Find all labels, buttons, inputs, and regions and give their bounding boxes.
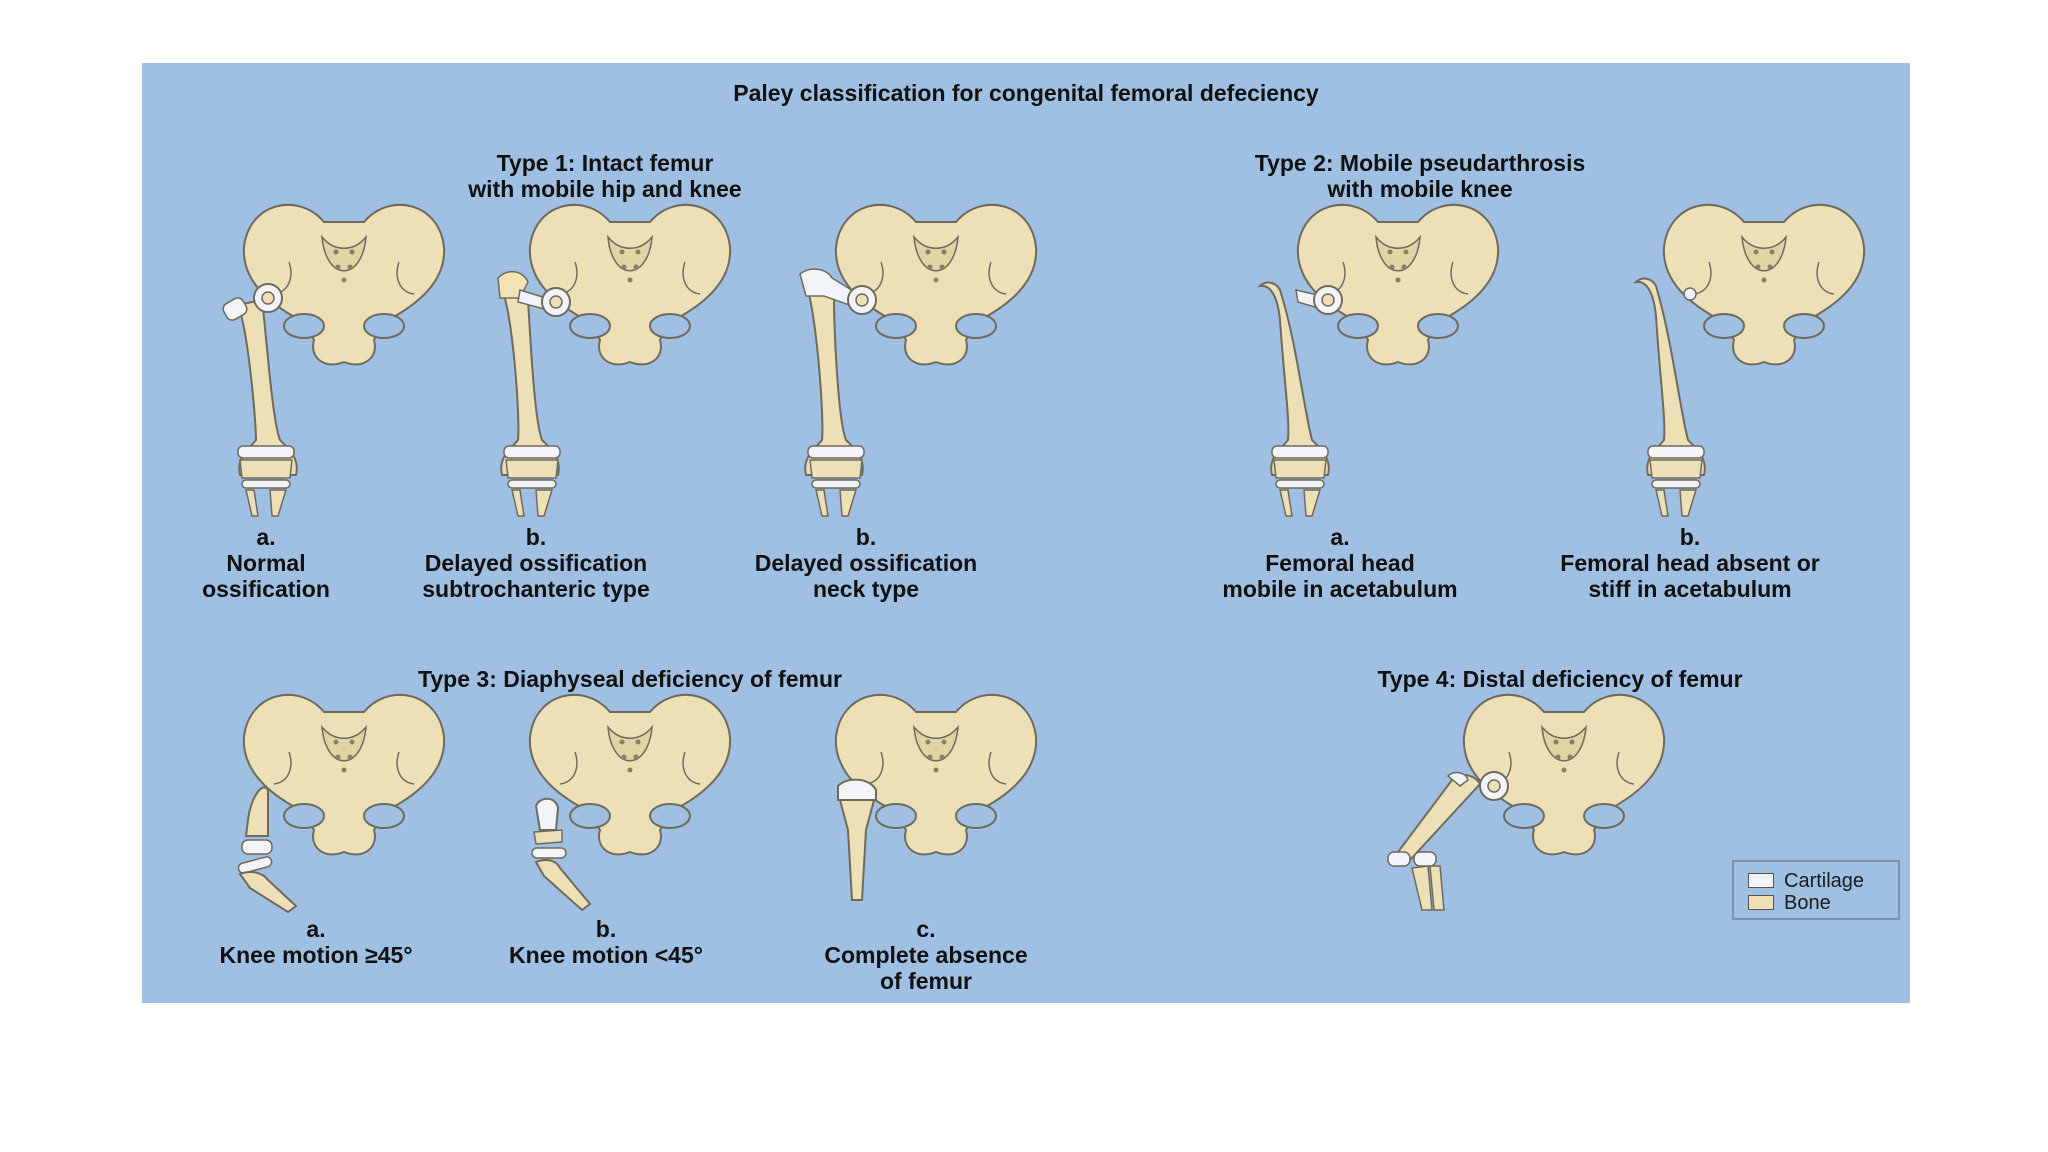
lower-leg-1b (503, 445, 561, 517)
lower-leg-2a (1271, 445, 1329, 517)
caption-1a-letter: a. (256, 524, 276, 550)
caption-3b-letter: b. (595, 916, 617, 942)
caption-1c-line1: Delayed ossification (754, 550, 978, 576)
caption-3c: c. Complete absence of femur (776, 916, 1076, 994)
group-title-type3: Type 3: Diaphyseal deficiency of femur (300, 666, 960, 692)
bone-swatch (1748, 895, 1774, 910)
lower-leg-2b (1647, 445, 1705, 517)
caption-1b: b. Delayed ossification subtrochanteric … (376, 524, 696, 602)
group-title-type2: Type 2: Mobile pseudarthrosis with mobil… (1180, 150, 1660, 202)
legend-label-cartilage: Cartilage (1784, 870, 1865, 892)
group-title-type2-line1: Type 2: Mobile pseudarthrosis (1254, 150, 1586, 176)
remnant-3b (531, 797, 592, 912)
femur-4 (1387, 771, 1509, 911)
caption-3b: b. Knee motion <45° (466, 916, 746, 968)
caption-3c-line1: Complete absence (824, 942, 1028, 968)
femur-1b (497, 270, 571, 476)
caption-2b-letter: b. (1679, 524, 1701, 550)
pelvis-1b (528, 203, 732, 366)
pelvis-2b (1662, 203, 1866, 366)
group-title-type3-line1: Type 3: Diaphyseal deficiency of femur (418, 666, 842, 692)
caption-3a: a. Knee motion ≥45° (166, 916, 466, 968)
caption-3c-line2: of femur (880, 968, 972, 994)
group-title-type2-line2: with mobile knee (1327, 176, 1513, 202)
caption-2a: a. Femoral head mobile in acetabulum (1170, 524, 1510, 602)
group-title-type1: Type 1: Intact femur with mobile hip and… (380, 150, 830, 202)
caption-1c: b. Delayed ossification neck type (706, 524, 1026, 602)
caption-3a-letter: a. (306, 916, 326, 942)
remnant-3a (237, 786, 298, 914)
caption-1b-line1: Delayed ossification (424, 550, 648, 576)
caption-2b-line1: Femoral head absent or (1560, 550, 1820, 576)
caption-2b: b. Femoral head absent or stiff in aceta… (1510, 524, 1870, 602)
diagram-title: Paley classification for congenital femo… (733, 80, 1319, 106)
caption-3a-line1: Knee motion ≥45° (219, 942, 413, 968)
femur-1a (222, 283, 298, 476)
caption-1a: a. Normal ossification (166, 524, 366, 602)
femur-2b (1633, 277, 1706, 476)
caption-3c-letter: c. (916, 916, 936, 942)
caption-3b-line1: Knee motion <45° (509, 942, 703, 968)
lower-leg-1c (807, 445, 865, 517)
caption-2a-line2: mobile in acetabulum (1222, 576, 1458, 602)
remnant-3c (837, 778, 877, 901)
pelvis-1c (834, 203, 1038, 366)
legend-label-bone: Bone (1784, 892, 1831, 914)
caption-2a-line1: Femoral head (1265, 550, 1415, 576)
caption-1b-line2: subtrochanteric type (422, 576, 650, 602)
pelvis-2a (1296, 203, 1500, 366)
femur-1c (799, 268, 877, 476)
caption-2b-line2: stiff in acetabulum (1588, 576, 1792, 602)
caption-1a-line2: ossification (202, 576, 330, 602)
group-title-type4-line1: Type 4: Distal deficiency of femur (1377, 666, 1743, 692)
legend: Cartilage Bone (1732, 860, 1900, 920)
caption-1c-line2: neck type (812, 576, 920, 602)
cartilage-swatch (1748, 873, 1774, 888)
group-title-type1-line2: with mobile hip and knee (468, 176, 742, 202)
femur-2a (1257, 281, 1343, 476)
group-title-type4: Type 4: Distal deficiency of femur (1270, 666, 1850, 692)
caption-1c-letter: b. (855, 524, 877, 550)
group-title-type1-line1: Type 1: Intact femur (496, 150, 714, 176)
pelvis-3a (242, 693, 446, 856)
caption-2a-letter: a. (1330, 524, 1350, 550)
lower-leg-1a (237, 445, 295, 517)
caption-1a-line1: Normal (226, 550, 306, 576)
caption-1b-letter: b. (525, 524, 547, 550)
